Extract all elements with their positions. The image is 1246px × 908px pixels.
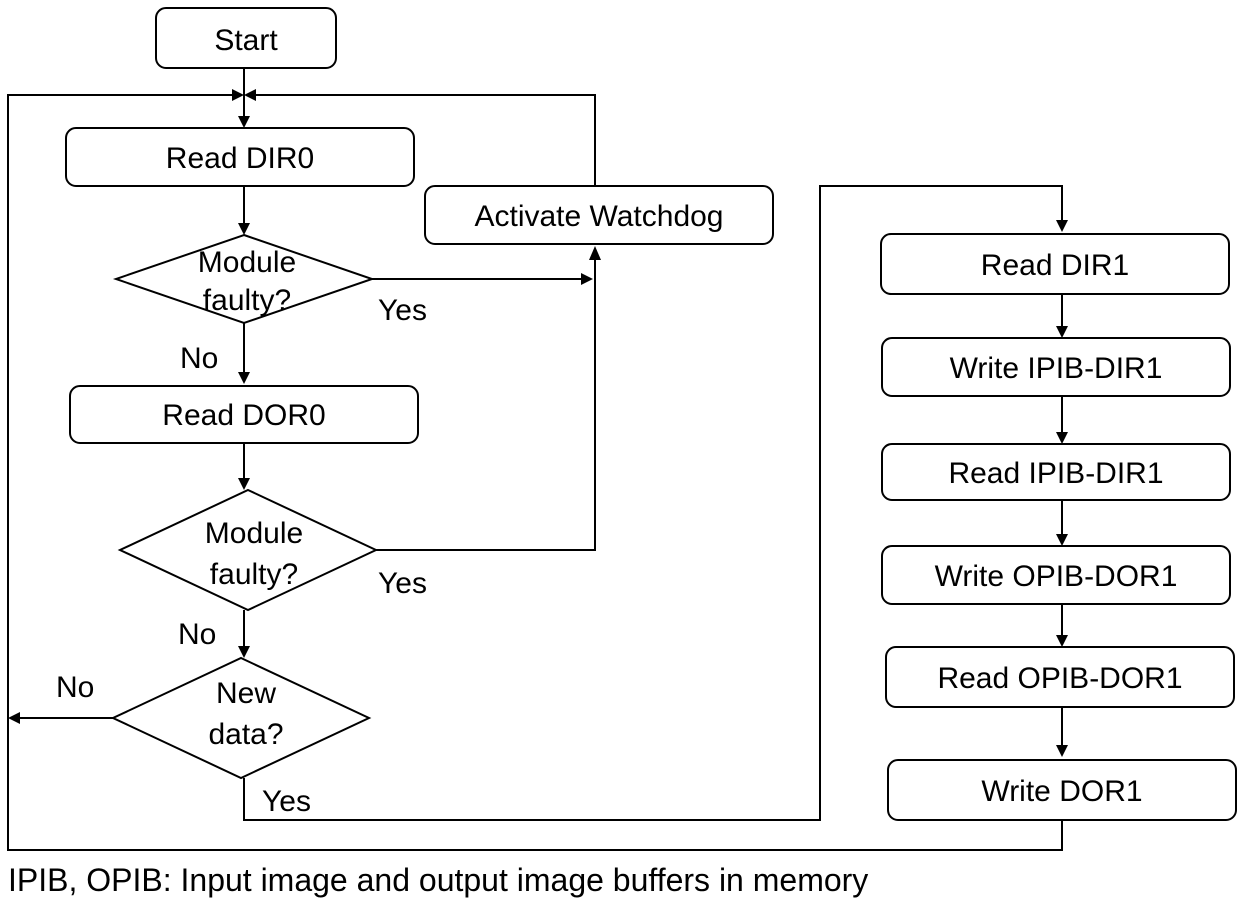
node-activate-watchdog: Activate Watchdog [424, 185, 774, 245]
arrowhead-watchdog [589, 246, 601, 260]
node-start: Start [155, 7, 337, 69]
decision1-line1: Module [198, 246, 296, 279]
label-decision1-no: No [180, 342, 218, 375]
node-write-dor1-label: Write DOR1 [981, 775, 1142, 808]
node-write-dor1: Write DOR1 [887, 759, 1237, 821]
decision1-line2: faulty? [203, 284, 291, 317]
arrowhead-read-ipib-dir1 [1056, 432, 1068, 444]
node-decision-module-faulty-1: Module faulty? [112, 233, 376, 325]
edge-loop-back-left [7, 94, 1063, 851]
decision2-line2: faulty? [210, 558, 298, 591]
arrowhead-decision3 [238, 646, 250, 658]
label-decision3-no: No [56, 671, 94, 704]
arrowhead-watchdog-merge [244, 89, 256, 101]
label-decision1-yes: Yes [378, 294, 427, 327]
decision2-line1: Module [205, 517, 303, 550]
decision3-line2: data? [208, 718, 283, 751]
arrowhead-decision1-yes [581, 273, 593, 285]
figure-caption: IPIB, OPIB: Input image and output image… [8, 862, 869, 898]
node-read-opib-dor1-label: Read OPIB-DOR1 [937, 662, 1182, 695]
node-read-dir1: Read DIR1 [880, 233, 1230, 295]
node-activate-watchdog-label: Activate Watchdog [474, 200, 723, 233]
label-decision2-yes: Yes [378, 567, 427, 600]
edge-watchdog-to-merge [254, 94, 596, 186]
node-read-dor0: Read DOR0 [69, 385, 419, 444]
arrowhead-read-opib-dor1 [1056, 635, 1068, 647]
node-write-ipib-dir1-label: Write IPIB-DIR1 [950, 352, 1163, 385]
node-read-ipib-dir1: Read IPIB-DIR1 [881, 443, 1231, 501]
decision3-line1: New [216, 677, 276, 710]
node-read-dir1-label: Read DIR1 [981, 249, 1129, 282]
arrowhead-loop-left [232, 89, 244, 101]
node-start-label: Start [214, 24, 278, 57]
label-decision3-yes: Yes [262, 785, 311, 818]
arrowhead-write-dor1 [1056, 745, 1068, 757]
node-decision-module-faulty-2: Module faulty? [117, 488, 379, 612]
arrowhead-read-dir0 [238, 116, 250, 128]
node-write-opib-dor1: Write OPIB-DOR1 [881, 545, 1231, 605]
node-read-dir0-label: Read DIR0 [166, 142, 314, 175]
arrowhead-decision3-no [8, 712, 20, 724]
arrowhead-decision1 [238, 223, 250, 235]
node-read-opib-dor1: Read OPIB-DOR1 [885, 646, 1235, 708]
edge-decision3-yes [243, 185, 1063, 821]
node-write-opib-dor1-label: Write OPIB-DOR1 [935, 560, 1178, 593]
node-read-dir0: Read DIR0 [65, 127, 415, 187]
edge-decision2-yes [376, 258, 596, 551]
arrowhead-decision2 [238, 478, 250, 490]
arrowhead-read-dir1 [1056, 220, 1068, 232]
arrowhead-read-dor0 [238, 372, 250, 384]
arrowhead-write-ipib-dir1 [1056, 326, 1068, 338]
node-read-ipib-dir1-label: Read IPIB-DIR1 [948, 457, 1163, 490]
node-decision-new-data: New data? [110, 656, 372, 780]
node-write-ipib-dir1: Write IPIB-DIR1 [881, 337, 1231, 397]
arrowhead-write-opib-dor1 [1056, 534, 1068, 546]
label-decision2-no: No [178, 618, 216, 651]
node-read-dor0-label: Read DOR0 [162, 399, 325, 432]
